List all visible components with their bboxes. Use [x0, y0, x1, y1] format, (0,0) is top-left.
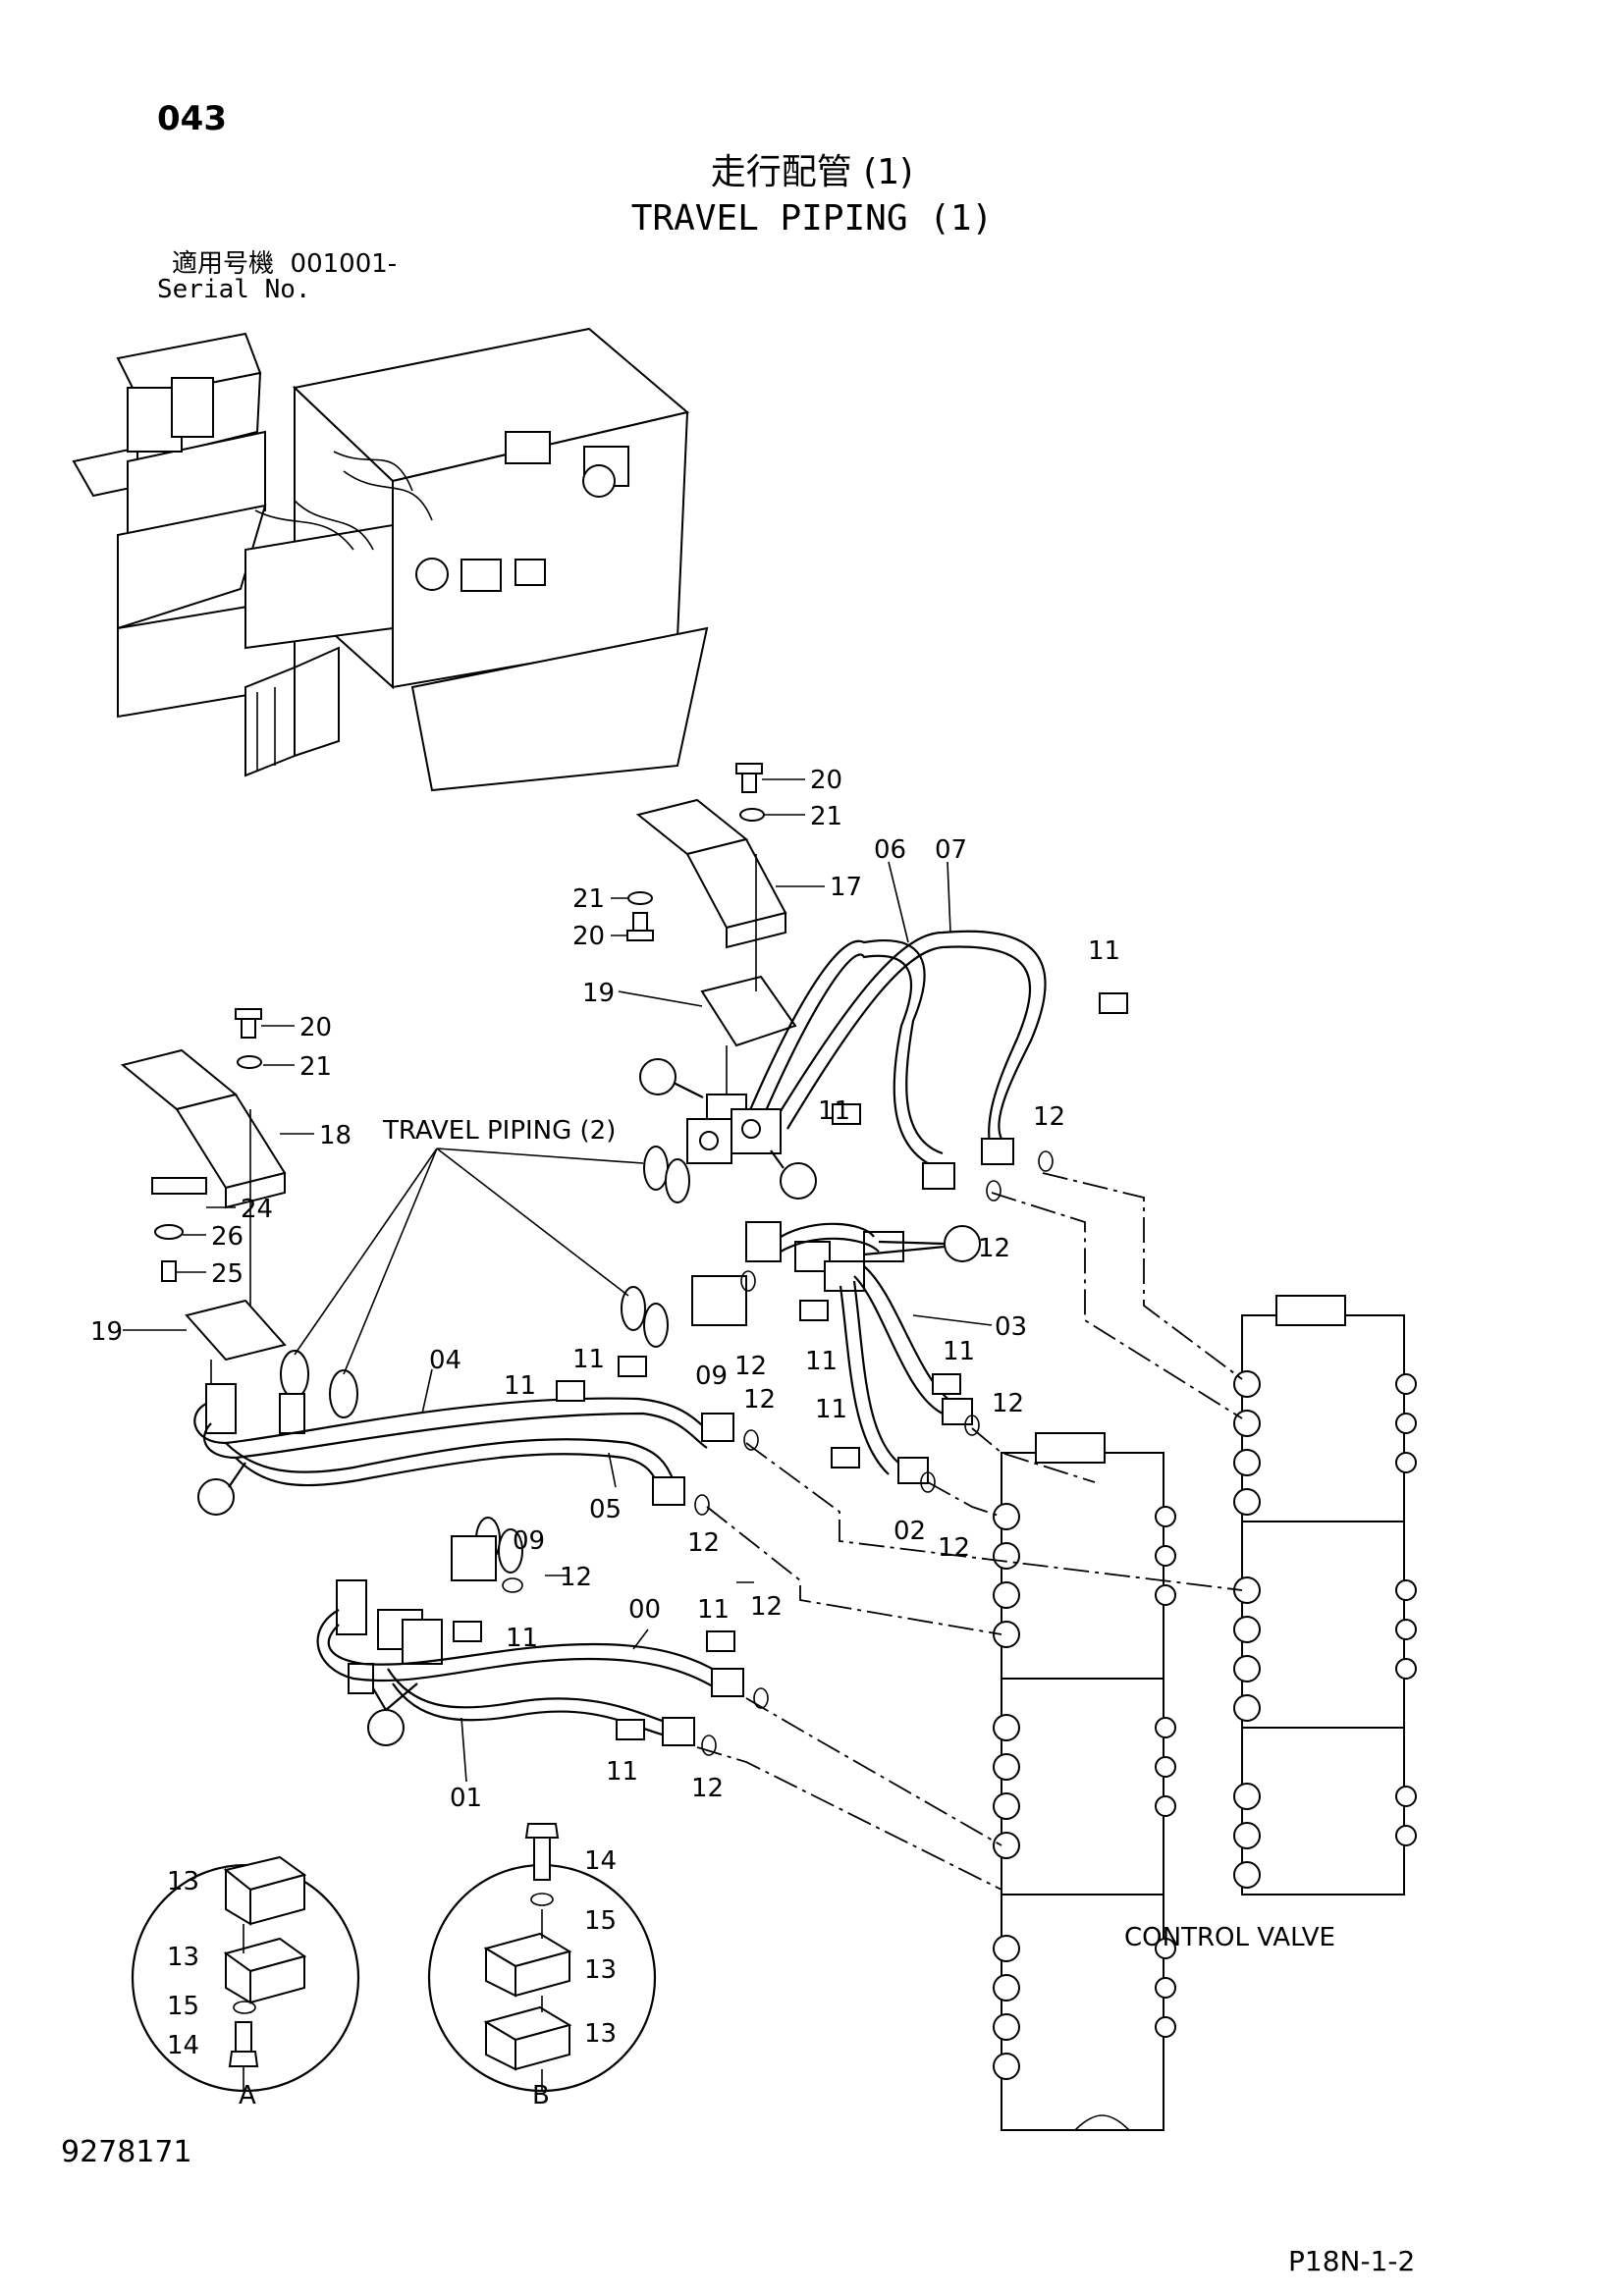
part-label-12: 12: [750, 1592, 783, 1622]
pipe-03-group: [691, 1221, 981, 1484]
part-label-12: 12: [992, 1389, 1024, 1418]
page-number: 043: [157, 99, 227, 138]
leader-lines: [123, 778, 993, 1783]
detail-a-letter: A: [239, 2081, 256, 2110]
part-label-13: 13: [167, 1943, 199, 1972]
detail-b-letter: B: [532, 2081, 550, 2110]
part-label-20: 20: [810, 766, 842, 795]
part-label-21: 21: [299, 1052, 332, 1082]
part-label-11: 11: [506, 1624, 538, 1653]
pipes-06-07: [744, 930, 1047, 1190]
pipes-04-05: [193, 1383, 734, 1516]
detail-view-a: [131, 1855, 360, 2093]
small-hardware: [453, 992, 1128, 1756]
control-valve-callout: CONTROL VALVE: [1124, 1923, 1335, 1952]
part-label-17: 17: [830, 873, 862, 902]
part-label-11: 11: [818, 1096, 850, 1126]
part-label-24: 24: [241, 1195, 273, 1224]
document-number: 9278171: [61, 2135, 192, 2169]
part-label-13: 13: [167, 1867, 199, 1896]
part-label-19: 19: [582, 979, 615, 1008]
part-label-12: 12: [691, 1774, 724, 1803]
part-label-09: 09: [695, 1362, 728, 1391]
part-label-26: 26: [211, 1222, 244, 1252]
part-label-12: 12: [938, 1533, 970, 1563]
part-label-12: 12: [978, 1234, 1010, 1263]
part-label-11: 11: [504, 1371, 536, 1401]
part-label-18: 18: [319, 1121, 352, 1150]
part-label-02: 02: [893, 1517, 926, 1546]
part-label-11: 11: [805, 1347, 838, 1376]
travel-piping-2-callout: TRAVEL PIPING (2): [382, 1116, 616, 1146]
part-label-11: 11: [815, 1395, 847, 1424]
part-label-13: 13: [584, 1955, 617, 1985]
part-label-12: 12: [743, 1385, 776, 1415]
part-label-12: 12: [687, 1528, 720, 1558]
part-label-03: 03: [995, 1312, 1027, 1342]
title-japanese: 走行配管 (1): [710, 152, 914, 192]
bracket-17-assembly: [626, 763, 797, 1129]
part-label-11: 11: [606, 1757, 638, 1787]
part-label-20: 20: [572, 922, 605, 951]
part-label-15: 15: [167, 1992, 199, 2021]
serial-label-english: Serial No.: [157, 275, 311, 304]
part-label-09: 09: [513, 1526, 545, 1556]
part-label-21: 21: [810, 802, 842, 831]
part-label-11: 11: [943, 1337, 975, 1366]
part-label-25: 25: [211, 1259, 244, 1289]
part-label-21: 21: [572, 884, 605, 914]
serial-label-japanese: 適用号機 001001-: [172, 249, 398, 279]
part-label-14: 14: [167, 2031, 199, 2060]
control-valve-right: [1233, 1295, 1417, 1896]
part-label-12: 12: [560, 1563, 592, 1592]
part-label-13: 13: [584, 2019, 617, 2049]
part-label-05: 05: [589, 1495, 622, 1524]
machine-overview-illustration: [72, 327, 709, 792]
part-label-07: 07: [935, 835, 967, 865]
detail-view-b: [427, 1823, 657, 2093]
title-english: TRAVEL PIPING (1): [630, 198, 994, 239]
part-label-06: 06: [874, 835, 906, 865]
control-valve-left: [993, 1432, 1176, 2131]
part-label-01: 01: [450, 1784, 482, 1813]
part-label-15: 15: [584, 1906, 617, 1936]
part-label-11: 11: [697, 1595, 730, 1625]
part-label-11: 11: [1088, 936, 1120, 966]
part-label-11: 11: [572, 1345, 605, 1374]
part-label-20: 20: [299, 1013, 332, 1042]
part-label-19: 19: [90, 1317, 123, 1347]
part-label-12: 12: [734, 1352, 767, 1381]
bracket-18-assembly: [120, 1008, 287, 1404]
clamp-upper: [639, 1058, 817, 1200]
connection-lines: [696, 1172, 1243, 1891]
sheet-reference: P18N-1-2: [1288, 2245, 1416, 2277]
part-label-04: 04: [429, 1346, 461, 1375]
part-label-00: 00: [628, 1595, 661, 1625]
part-label-14: 14: [584, 1846, 617, 1876]
part-label-12: 12: [1033, 1102, 1065, 1132]
